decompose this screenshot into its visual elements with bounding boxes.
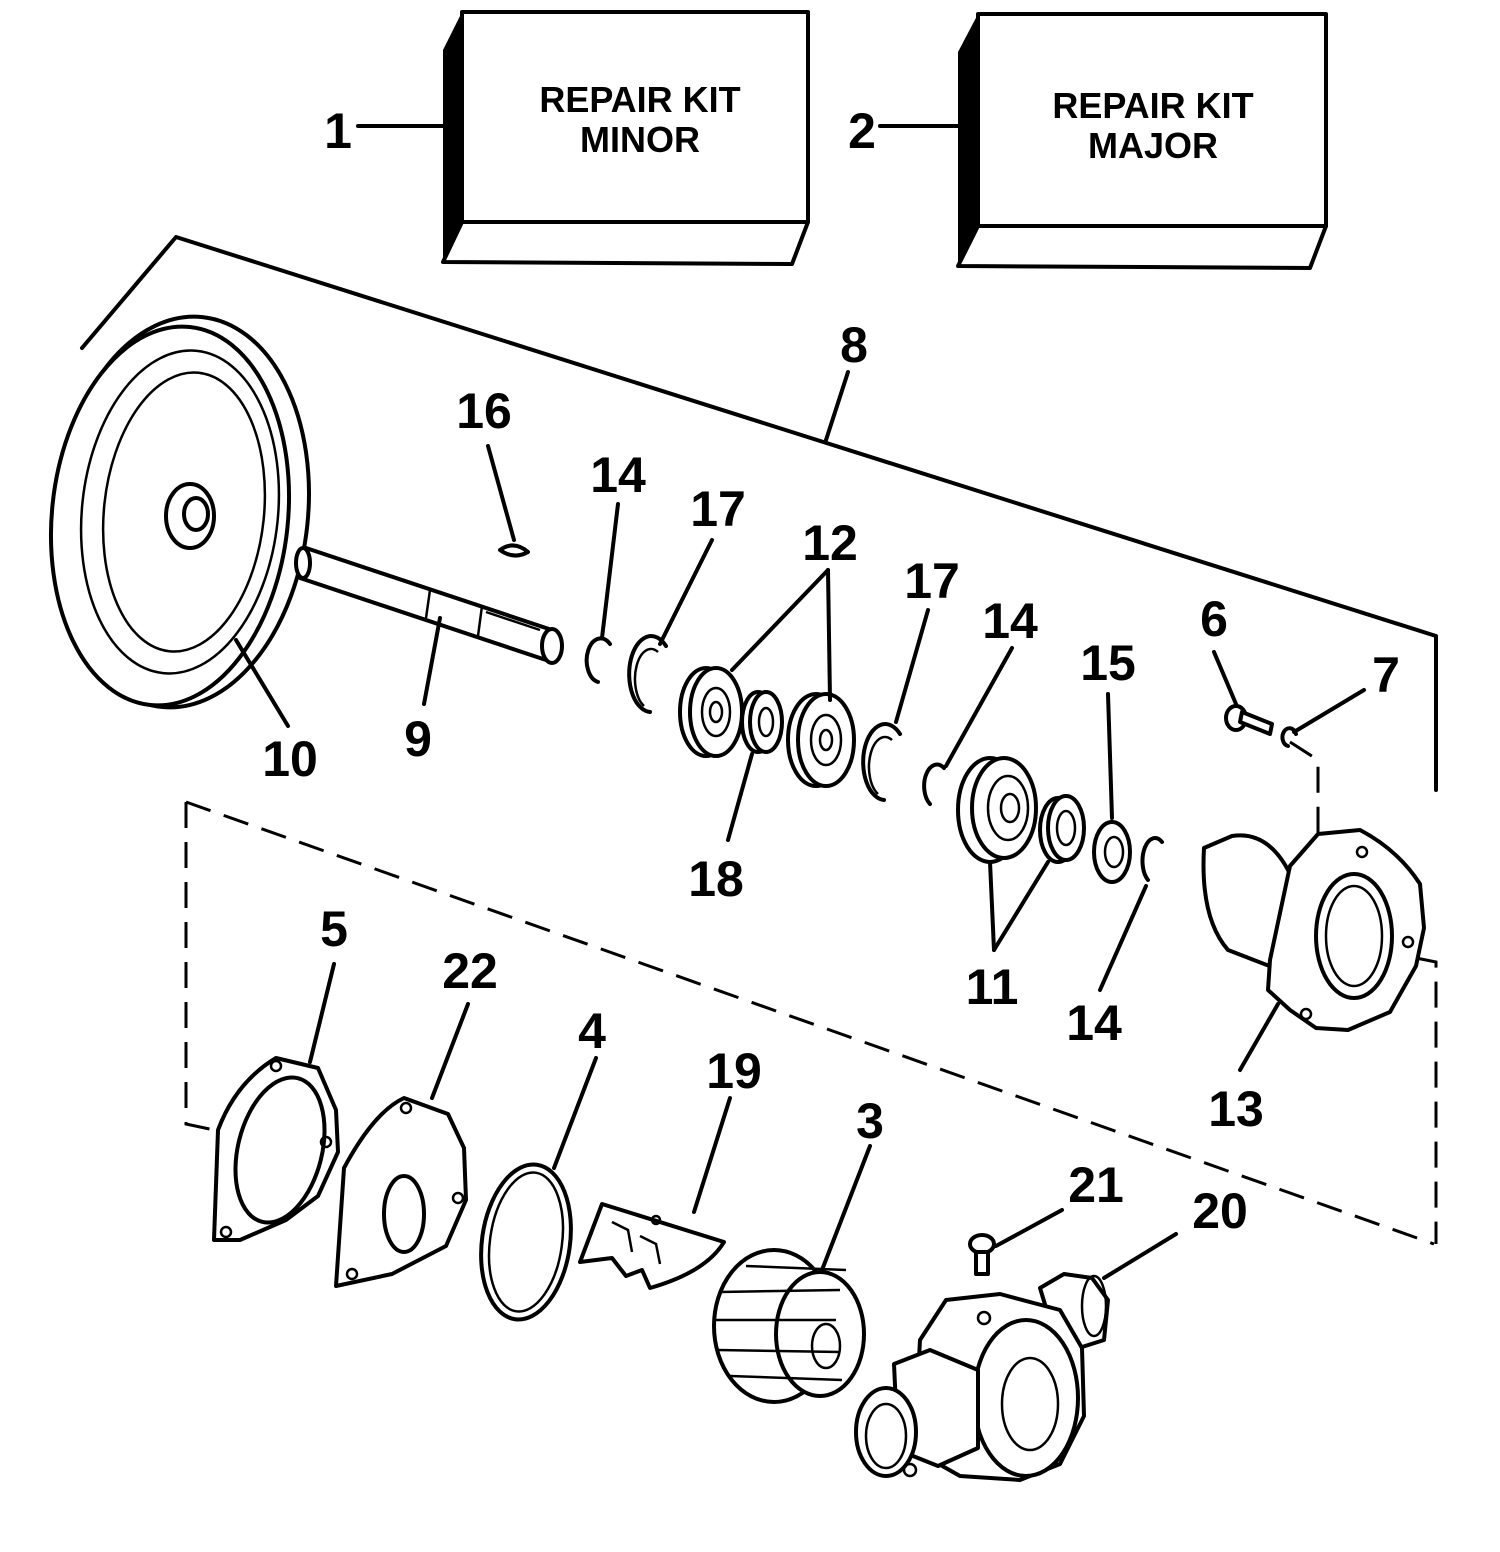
seal-part-11-large [956, 756, 1038, 864]
callout-17-right: 17 [904, 553, 960, 609]
washer-part-15 [1092, 820, 1132, 884]
repair-kit-major-line2: MAJOR [1088, 125, 1218, 166]
callout-6: 6 [1200, 591, 1228, 647]
leader-line-9 [422, 616, 442, 706]
assembly-bracket [80, 235, 1438, 792]
callout-13: 13 [1208, 1081, 1264, 1137]
dashed-bracket-diagonal [185, 800, 1435, 1246]
callout-15: 15 [1080, 635, 1136, 691]
screw-part-21 [968, 1233, 996, 1276]
pulley-part-10 [48, 314, 311, 710]
leader-line-11-a [988, 860, 996, 952]
leader-line-7 [1292, 688, 1366, 734]
bearing-housing-part-13 [1201, 828, 1426, 1032]
leader-line-11-b [992, 860, 1050, 952]
leader-line-10 [234, 638, 290, 728]
callout-4: 4 [578, 1003, 606, 1059]
pump-housing-part-20 [854, 1272, 1110, 1482]
callout-10: 10 [262, 731, 318, 787]
leader-line-17-right [894, 608, 930, 724]
callout-19: 19 [706, 1043, 762, 1099]
snap-ring-part-14-right [1140, 836, 1164, 882]
repair-kit-minor-line2: MINOR [580, 119, 700, 160]
key-part-16 [498, 543, 530, 558]
repair-kit-major-box: REPAIR KIT MAJOR [956, 12, 1328, 270]
leader-line-12-a [730, 568, 830, 672]
dashed-bracket-right [1415, 956, 1438, 1244]
leader-line-3 [820, 1144, 872, 1272]
callout-5: 5 [320, 901, 348, 957]
callout-14-middle: 14 [982, 593, 1038, 649]
callout-9: 9 [404, 711, 432, 767]
snap-ring-part-14-middle [922, 762, 946, 806]
gasket-part-5 [212, 1056, 340, 1242]
callout-21: 21 [1068, 1157, 1124, 1213]
leader-line-15 [1106, 692, 1114, 820]
leader-line-14-middle [944, 646, 1014, 768]
leader-line-6 [1212, 650, 1238, 706]
spacer-part-18 [740, 690, 784, 754]
o-ring-part-4 [479, 1162, 573, 1322]
callout-11: 11 [966, 959, 1019, 1015]
callout-14-left: 14 [590, 447, 646, 503]
dashed-line-screw [1289, 740, 1320, 834]
leader-line-22 [430, 1002, 470, 1100]
seal-part-11-small [1038, 794, 1086, 864]
bearing-part-12-left [678, 666, 744, 758]
wear-plate-part-22 [334, 1096, 468, 1288]
callout-2: 2 [848, 103, 876, 159]
leader-line-8 [824, 370, 850, 442]
retaining-ring-part-17-right [861, 722, 902, 802]
leader-line-14-left [600, 502, 620, 640]
leader-line-5 [308, 962, 336, 1064]
callout-3: 3 [856, 1093, 884, 1149]
callout-17-left: 17 [690, 481, 746, 537]
callout-1: 1 [324, 103, 352, 159]
bearing-part-12-right [786, 692, 856, 788]
callout-20: 20 [1192, 1183, 1248, 1239]
impeller-part-3 [712, 1248, 866, 1404]
cam-part-19 [578, 1202, 726, 1290]
leader-line-19 [692, 1096, 732, 1214]
snap-ring-part-14-left [584, 636, 612, 684]
callout-18: 18 [688, 851, 744, 907]
leader-line-20 [1102, 1232, 1178, 1280]
repair-kit-major-line1: REPAIR KIT [1052, 85, 1253, 126]
leader-line-12-b [826, 568, 832, 702]
leader-line-4 [552, 1056, 598, 1170]
callout-12: 12 [802, 515, 858, 571]
retaining-ring-part-17-left [627, 634, 668, 714]
leader-line-14-right [1098, 884, 1148, 992]
callout-7: 7 [1372, 647, 1400, 703]
leader-line-13 [1238, 1002, 1280, 1072]
screw-part-6 [1224, 704, 1274, 736]
callout-22: 22 [442, 943, 498, 999]
callout-8: 8 [840, 317, 868, 373]
leader-line-21 [994, 1208, 1064, 1248]
dashed-bracket-left [184, 802, 215, 1132]
callout-16: 16 [456, 383, 512, 439]
repair-kit-minor-line1: REPAIR KIT [539, 79, 740, 120]
callout-14-right: 14 [1066, 995, 1122, 1051]
shaft-part-9 [294, 546, 564, 665]
leader-line-16 [486, 444, 516, 542]
repair-kit-minor-box: REPAIR KIT MINOR [441, 10, 810, 266]
leader-line-18 [726, 752, 754, 842]
leader-line-17-left [658, 538, 714, 646]
